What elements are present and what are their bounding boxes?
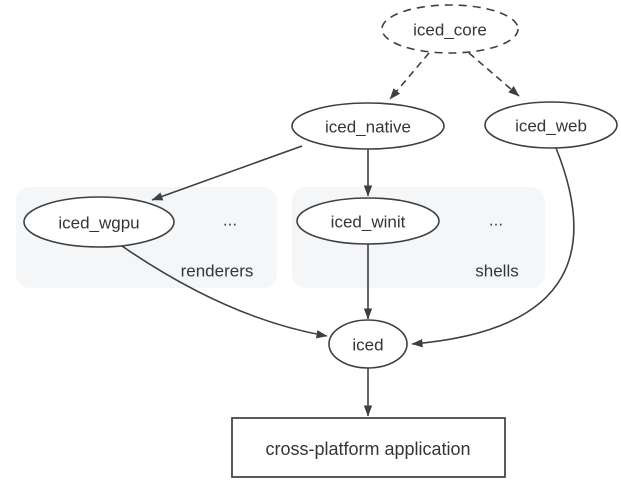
node-iced-label: iced [352, 336, 383, 355]
node-iced-native-label: iced_native [325, 118, 411, 137]
node-iced-winit-label: iced_winit [331, 213, 406, 232]
edge-iced-native-to-iced-wgpu [151, 145, 303, 201]
edge-iced-core-to-iced-web [468, 52, 520, 97]
shells-ellipsis: ... [489, 211, 503, 230]
node-app-label: cross-platform application [265, 439, 470, 459]
node-iced-core-label: iced_core [413, 21, 487, 40]
node-iced-wgpu-label: iced_wgpu [58, 214, 139, 233]
edge-iced-core-to-iced-native [389, 52, 430, 100]
node-iced-native [291, 102, 445, 150]
renderers-group-label: renderers [181, 262, 254, 281]
node-iced-web [484, 101, 618, 149]
node-iced-web-label: iced_web [515, 117, 587, 136]
edge-iced-web-to-iced [411, 147, 575, 348]
shells-group-label: shells [475, 262, 518, 281]
renderers-ellipsis: ... [223, 211, 237, 230]
node-iced-core [381, 4, 519, 54]
node-iced [328, 319, 408, 369]
edge-iced-wgpu-to-iced [121, 245, 328, 339]
node-app-box [231, 417, 506, 478]
node-iced-wgpu [23, 196, 175, 248]
node-iced-winit [296, 197, 440, 245]
